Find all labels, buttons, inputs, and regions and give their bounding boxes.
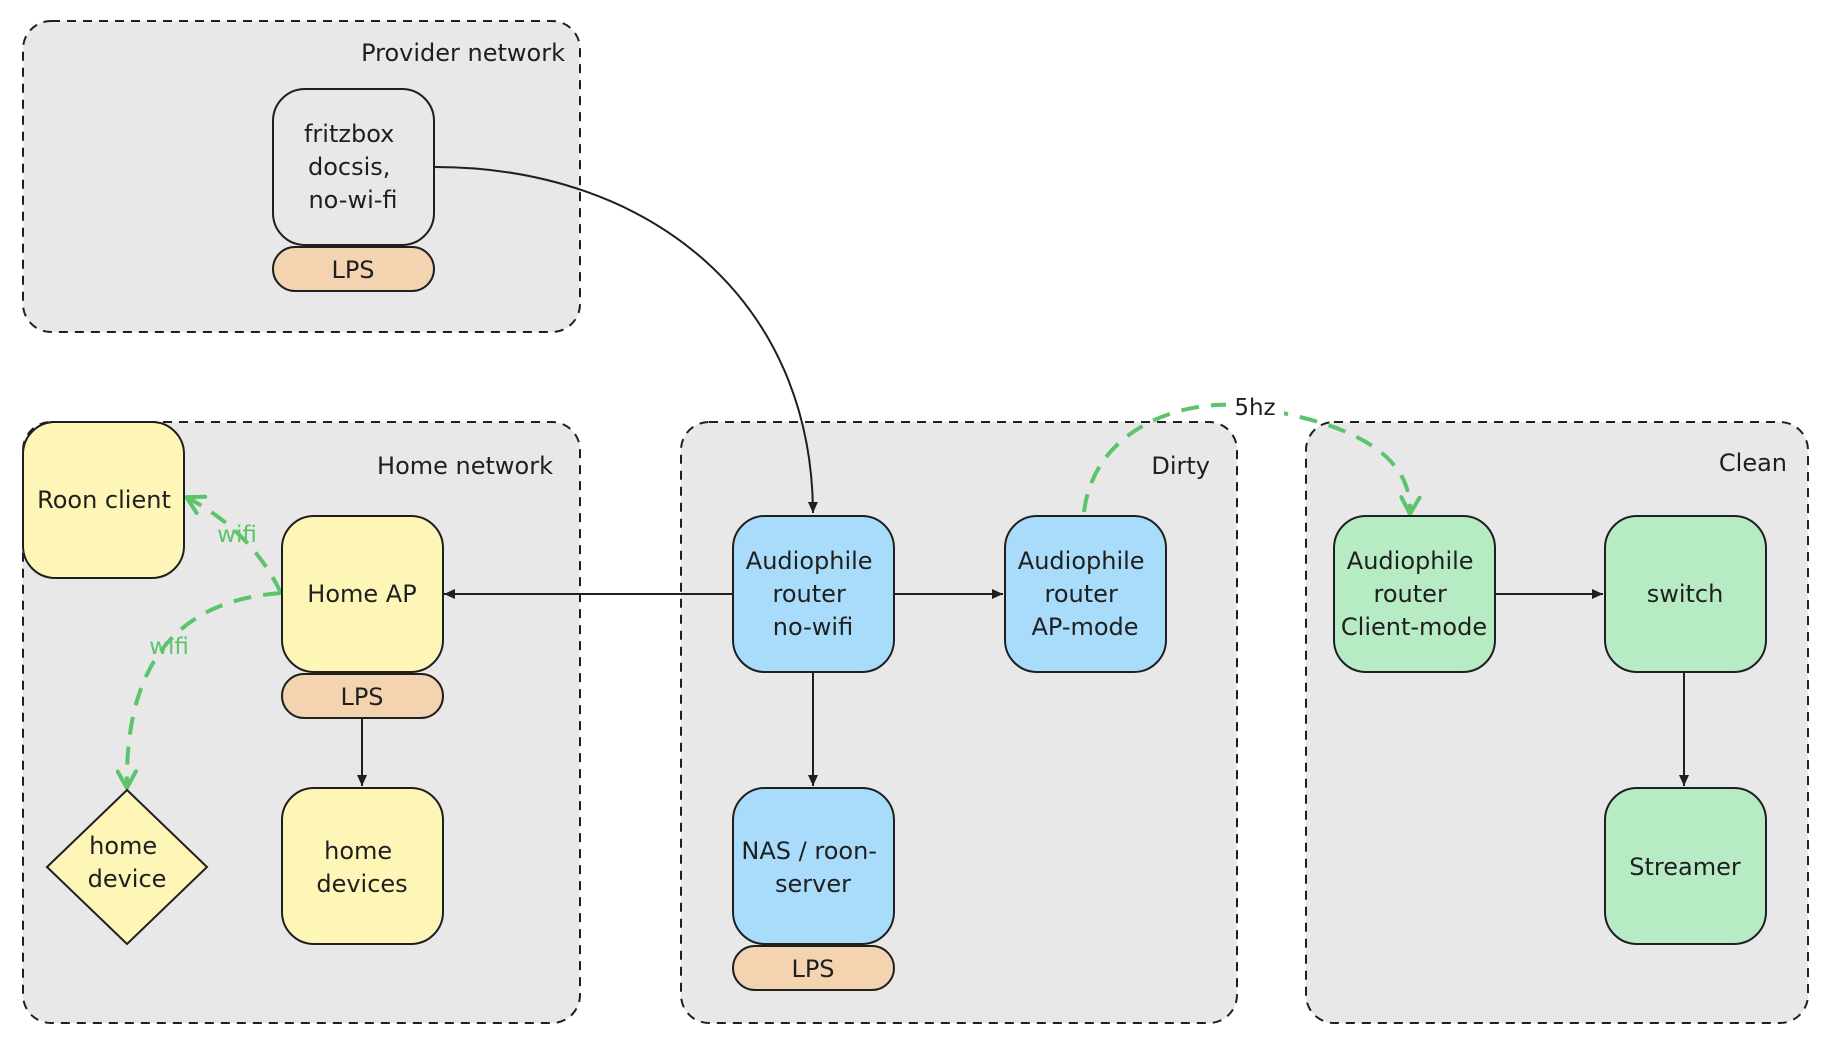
svg-text:home devices: home devices	[316, 837, 407, 898]
svg-text:NAS / roon- server: NAS / roon- server	[741, 837, 884, 898]
svg-text:home device: home device	[88, 832, 167, 893]
home-device-line-1: home	[89, 832, 157, 860]
svg-text:LPS: LPS	[340, 683, 383, 711]
router-client-line-1: Audiophile	[1347, 547, 1474, 575]
home-devices-line-1: home	[324, 837, 392, 865]
fritzbox-line-3: no-wi-fi	[308, 186, 397, 214]
router-nowifi-line-1: Audiophile	[746, 547, 873, 575]
svg-text:LPS: LPS	[791, 955, 834, 983]
node-router-no-wifi: Audiophile router no-wifi	[732, 515, 895, 673]
group-dirty-label: Dirty	[1151, 452, 1210, 480]
group-provider-label: Provider network	[361, 39, 565, 67]
node-home-devices: home devices	[281, 787, 444, 945]
nas-line-2: server	[775, 870, 851, 898]
node-home-ap-lps: LPS	[281, 673, 444, 719]
edge-fritzbox-to-router	[434, 166, 818, 514]
nas-line-1: NAS / roon-	[741, 837, 877, 865]
node-home-ap: Home AP	[281, 515, 444, 673]
svg-text:Home AP: Home AP	[307, 580, 416, 608]
node-nas-lps: LPS	[732, 945, 895, 991]
router-client-line-3: Client-mode	[1341, 613, 1487, 641]
svg-text:switch: switch	[1647, 580, 1724, 608]
svg-text:LPS: LPS	[331, 256, 374, 284]
home-device-line-2: device	[88, 865, 167, 893]
node-router-client-mode: Audiophile router Client-mode	[1333, 515, 1496, 673]
label-wifi-device: wifi	[149, 634, 189, 660]
router-client-line-2: router	[1374, 580, 1447, 608]
svg-text:Audiophile router: Audiophile router no-wifi	[746, 547, 880, 641]
home-devices-line-2: devices	[316, 870, 407, 898]
node-fritzbox: fritzbox docsis, no-wi-fi	[272, 88, 435, 246]
svg-text:Audiophile router: Audiophile router AP-mode	[1018, 547, 1152, 641]
router-nowifi-line-2: router	[773, 580, 846, 608]
router-nowifi-line-3: no-wifi	[773, 613, 853, 641]
router-ap-line-1: Audiophile	[1018, 547, 1145, 575]
router-ap-line-2: router	[1045, 580, 1118, 608]
node-roon-client: Roon client	[22, 421, 185, 579]
edge-wifi-home-ap-to-roon	[188, 498, 283, 594]
label-5hz: 5hz	[1234, 395, 1275, 421]
node-streamer: Streamer	[1604, 787, 1767, 945]
svg-text:Audiophile router: Audiophile router Client-mode	[1341, 547, 1487, 641]
svg-text:Streamer: Streamer	[1629, 853, 1741, 881]
svg-text:fritzbox docsis, n: fritzbox docsis, no-wi-fi	[304, 120, 402, 214]
router-ap-line-3: AP-mode	[1031, 613, 1138, 641]
edge-wifi-home-ap-to-device	[127, 591, 282, 786]
group-clean-label: Clean	[1719, 449, 1787, 477]
group-home-label: Home network	[377, 452, 553, 480]
node-fritzbox-lps: LPS	[272, 246, 435, 292]
svg-text:Roon client: Roon client	[37, 486, 171, 514]
node-router-ap-mode: Audiophile router AP-mode	[1004, 515, 1167, 673]
node-switch: switch	[1604, 515, 1767, 673]
label-wifi-roon: wifi	[217, 522, 257, 548]
fritzbox-line-2: docsis,	[308, 153, 390, 181]
node-home-device: home device	[45, 788, 209, 946]
fritzbox-line-1: fritzbox	[304, 120, 394, 148]
node-nas: NAS / roon- server	[732, 787, 895, 945]
